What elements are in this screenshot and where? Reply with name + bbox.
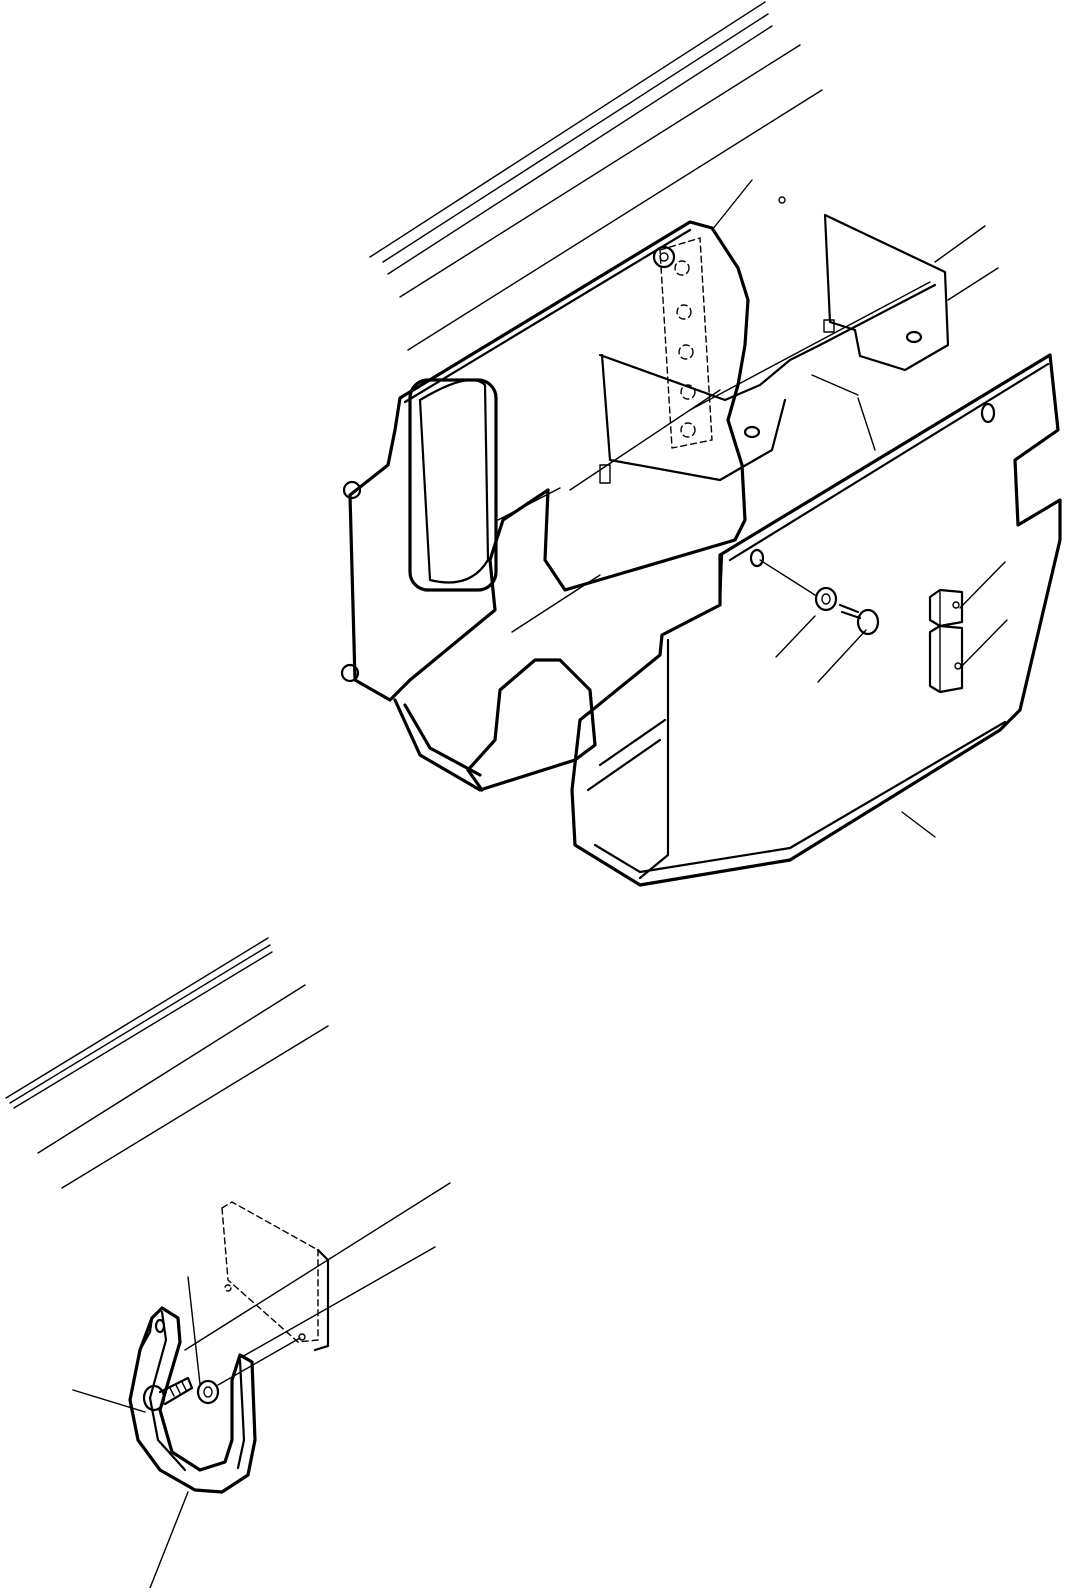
frame-rail-lines-lower xyxy=(5,937,451,1359)
nut-icon xyxy=(340,663,360,683)
nut-icon xyxy=(652,245,676,269)
u-bracket xyxy=(598,213,950,484)
frame-rail-lines-upper xyxy=(369,1,999,633)
assembly-axis-line xyxy=(759,559,816,596)
hidden-bracket-dashed xyxy=(659,237,713,449)
leader-lines-lower xyxy=(72,1276,201,1589)
bolt-icon xyxy=(142,1376,194,1412)
hole-mark xyxy=(778,196,786,204)
clip-block-icon xyxy=(928,588,964,628)
u-handle xyxy=(128,1306,257,1494)
left-cover-plate xyxy=(348,220,750,702)
right-cover-plate xyxy=(570,353,1062,887)
channel-trough xyxy=(393,658,667,792)
washer-icon xyxy=(196,1379,220,1405)
bolt-icon xyxy=(838,603,880,636)
washer-icon xyxy=(814,586,838,612)
mount-plate-edge xyxy=(313,1248,330,1352)
hole-mark xyxy=(298,1333,306,1341)
nut-icon xyxy=(342,480,362,500)
clip-block-icon xyxy=(928,624,964,694)
hidden-mount-plate-dashed xyxy=(221,1201,319,1343)
assembly-axis-line xyxy=(217,1337,301,1386)
leader-lines-upper xyxy=(711,179,1008,838)
